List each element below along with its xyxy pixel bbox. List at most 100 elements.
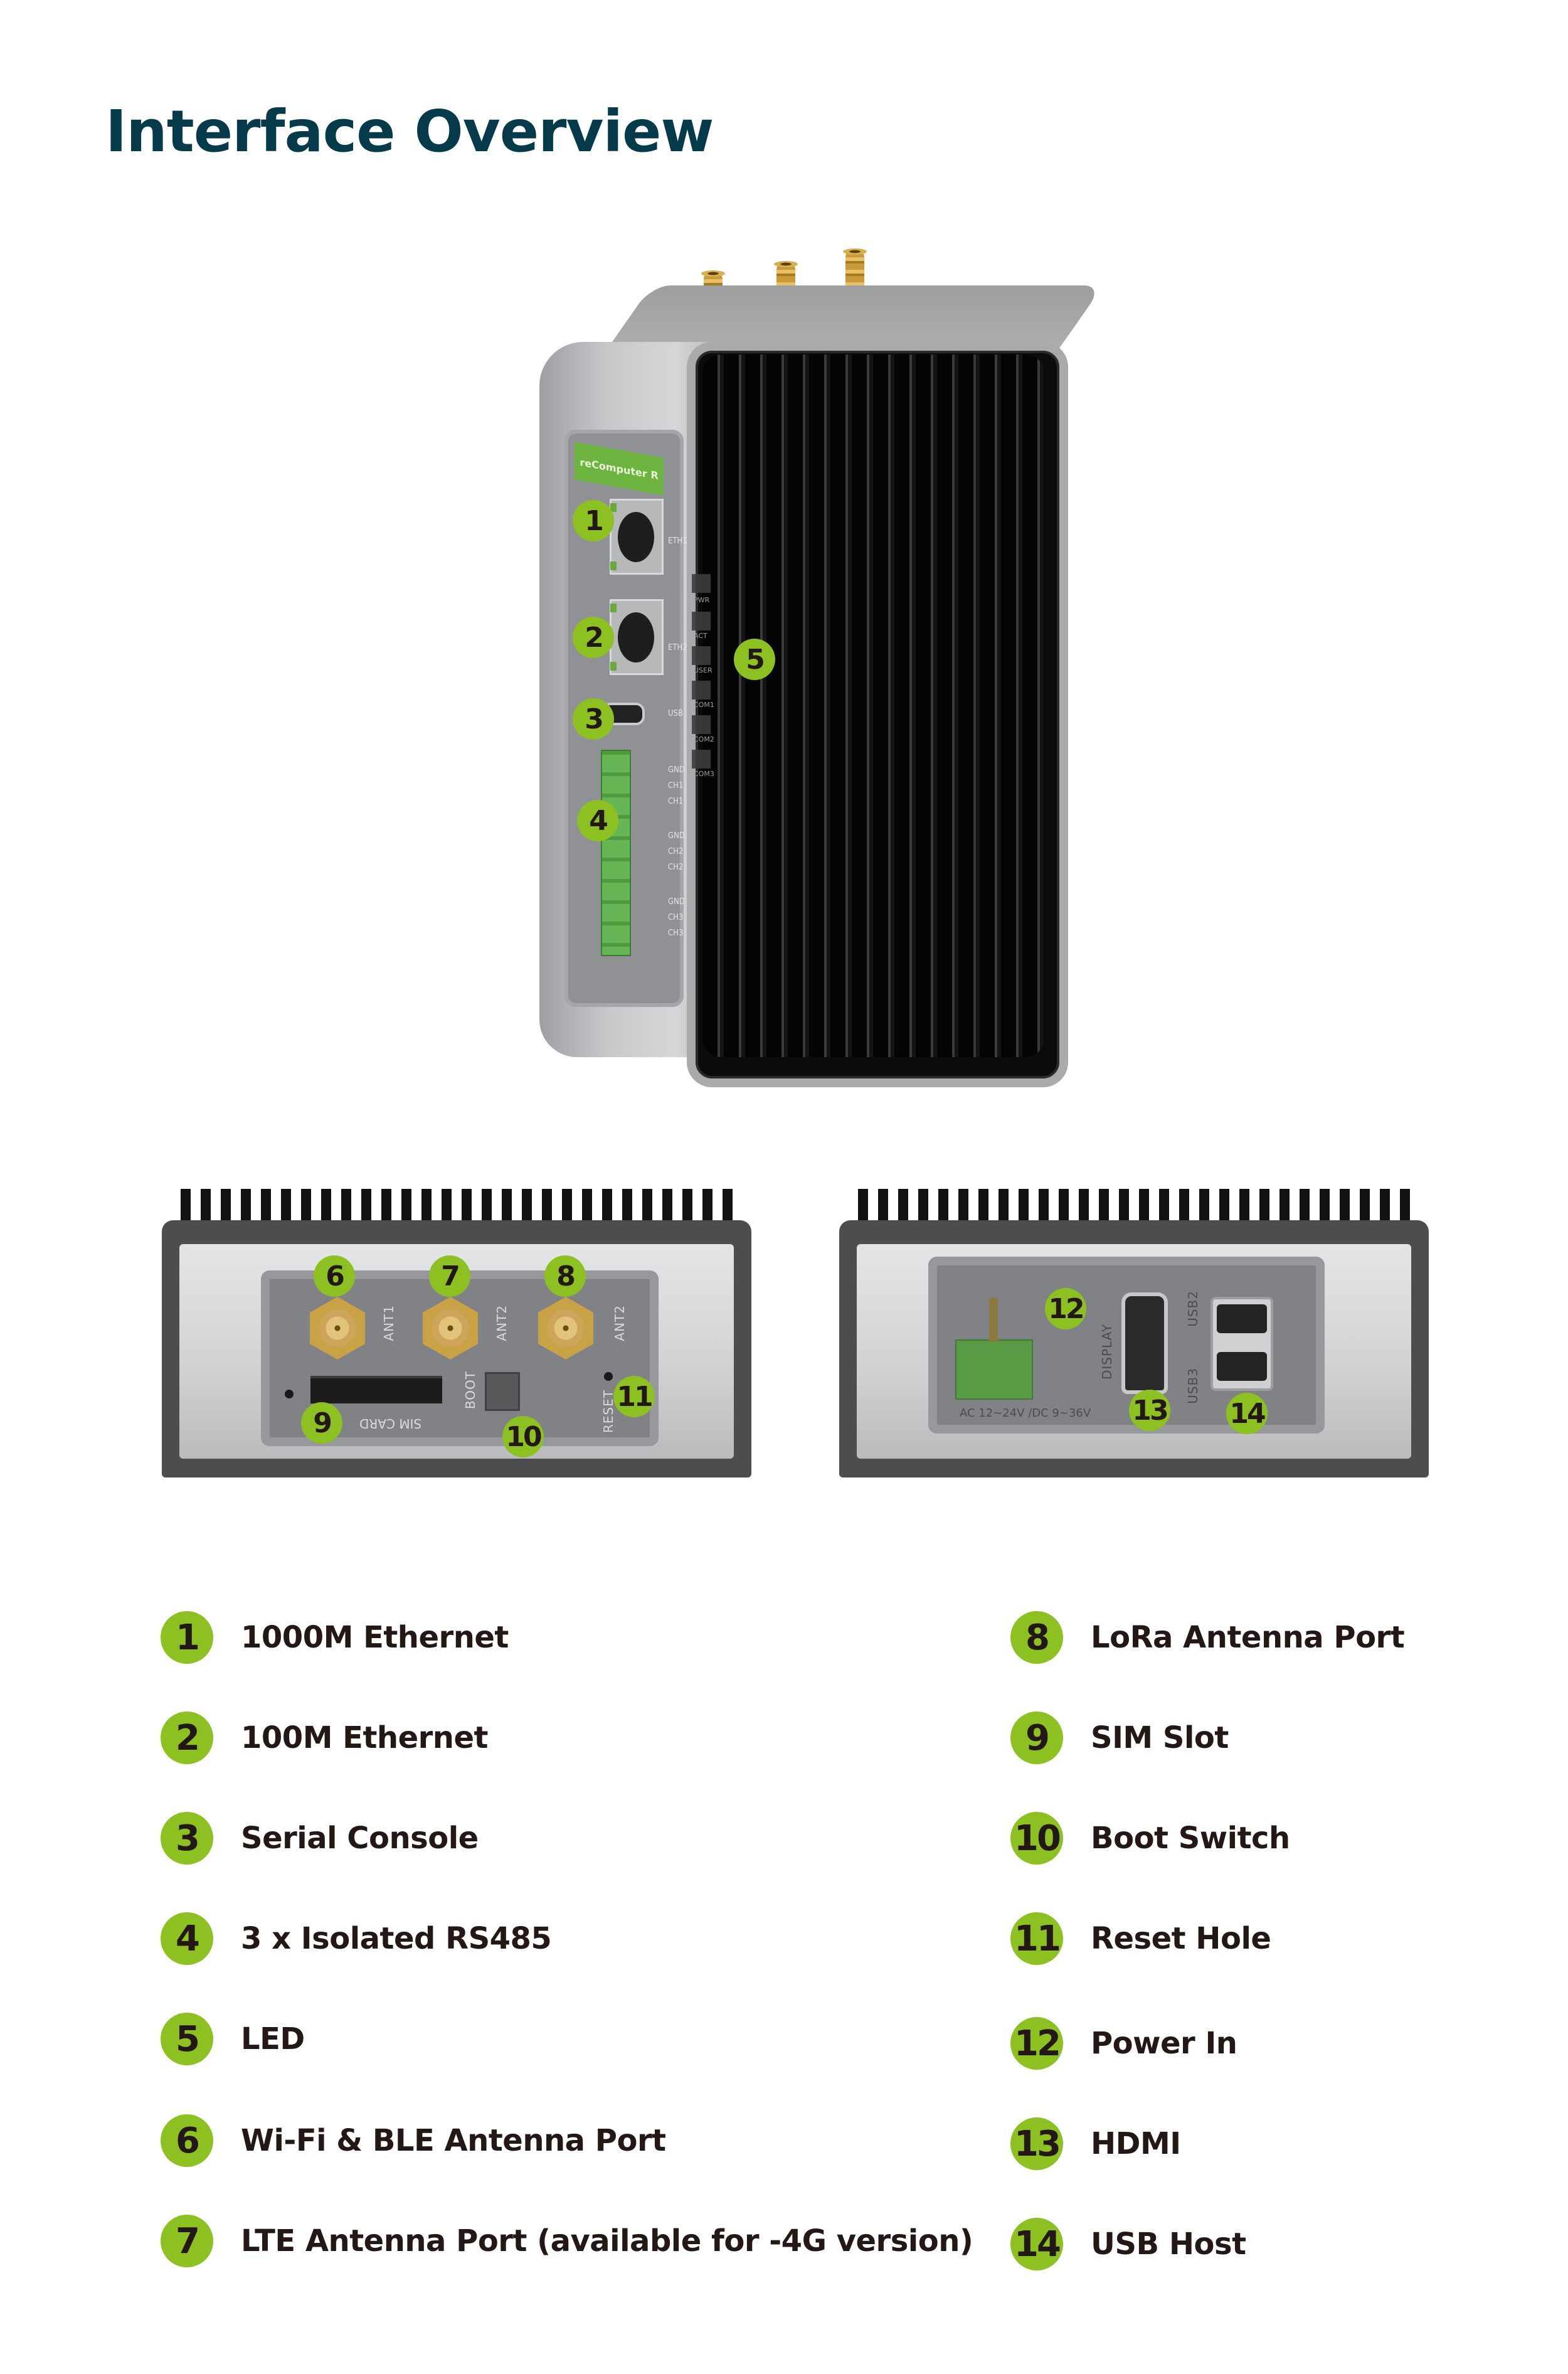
callout-badge-9: 9 xyxy=(301,1402,342,1444)
legend-label: USB Host xyxy=(1091,2227,1246,2262)
callout-badge-1: 1 xyxy=(573,500,614,541)
callout-badge-5: 5 xyxy=(734,639,775,680)
legend-item: 9 SIM Slot xyxy=(1010,1711,1229,1764)
led-indicator xyxy=(692,646,711,665)
legend-item: 1 1000M Ethernet xyxy=(161,1611,509,1664)
legend-item: 12 Power In xyxy=(1010,2017,1237,2070)
number-badge: 13 xyxy=(1010,2117,1063,2170)
antenna-label: ANT1 xyxy=(381,1305,396,1341)
led-label: COM1 xyxy=(694,701,714,709)
callout-badge-12: 12 xyxy=(1045,1288,1086,1329)
led-indicator xyxy=(692,612,711,631)
legend-label: Serial Console xyxy=(241,1821,479,1856)
legend-item: 11 Reset Hole xyxy=(1010,1912,1271,1965)
legend-label: LED xyxy=(241,2021,305,2057)
legend-item: 8 LoRa Antenna Port xyxy=(1010,1611,1405,1664)
antenna-label: ANT2 xyxy=(494,1305,509,1341)
number-badge: 5 xyxy=(161,2013,213,2065)
usb-ports xyxy=(1210,1297,1273,1391)
terminal-label: CH1 xyxy=(668,797,684,806)
led-indicator xyxy=(692,715,711,734)
led-label: COM2 xyxy=(694,735,714,743)
callout-badge-6: 6 xyxy=(314,1255,355,1297)
port-label: ETH1 xyxy=(668,536,687,546)
device-isometric-view: reComputer R ETH1 ETH2 USB GND CH1 CH1 G… xyxy=(539,248,1104,1087)
page-title: Interface Overview xyxy=(105,98,714,165)
legend-label: Power In xyxy=(1091,2026,1237,2061)
led-label: ACT xyxy=(694,632,707,640)
callout-badge-13: 13 xyxy=(1129,1390,1170,1431)
heatsink-fins xyxy=(702,354,1044,1057)
sim-label: SIM CARD xyxy=(359,1416,422,1431)
terminal-label: GND xyxy=(668,765,685,775)
number-badge: 14 xyxy=(1010,2218,1063,2270)
sim-slot xyxy=(310,1376,442,1403)
terminal-label: CH3 xyxy=(668,929,684,938)
callout-badge-7: 7 xyxy=(429,1255,470,1297)
device-antenna-end-view: ANT1 ANT2 ANT2 SIM CARD BOOT RESET 6 7 8… xyxy=(162,1189,751,1515)
legend-item: 14 USB Host xyxy=(1010,2218,1246,2270)
display-label: DISPLAY xyxy=(1099,1324,1115,1380)
reset-hole xyxy=(604,1372,613,1381)
legend-item: 5 LED xyxy=(161,2013,305,2065)
number-badge: 4 xyxy=(161,1912,213,1965)
callout-badge-11: 11 xyxy=(613,1376,655,1417)
legend-label: 3 x Isolated RS485 xyxy=(241,1921,552,1956)
led-indicator xyxy=(692,574,711,593)
legend-item: 4 3 x Isolated RS485 xyxy=(161,1912,552,1965)
legend-item: 6 Wi-Fi & BLE Antenna Port xyxy=(161,2114,666,2167)
legend-item: 3 Serial Console xyxy=(161,1812,479,1865)
ethernet-port-2 xyxy=(610,599,664,675)
rs485-terminal xyxy=(601,750,631,956)
legend-label: SIM Slot xyxy=(1091,1720,1229,1755)
usb-label: USB2 xyxy=(1185,1291,1200,1327)
antenna-label: ANT2 xyxy=(612,1305,627,1341)
led-label: PWR xyxy=(694,596,710,604)
led-indicator xyxy=(692,750,711,769)
callout-badge-4: 4 xyxy=(577,800,618,841)
ethernet-port-1 xyxy=(610,499,664,575)
port-label: ETH2 xyxy=(668,643,687,652)
legend-label: LTE Antenna Port (available for -4G vers… xyxy=(241,2223,973,2259)
number-badge: 8 xyxy=(1010,1611,1063,1664)
legend-label: Boot Switch xyxy=(1091,1821,1290,1856)
led-hole xyxy=(285,1390,294,1398)
number-badge: 12 xyxy=(1010,2017,1063,2070)
number-badge: 6 xyxy=(161,2114,213,2167)
callout-badge-8: 8 xyxy=(544,1255,586,1297)
number-badge: 7 xyxy=(161,2215,213,2267)
hdmi-port xyxy=(1121,1292,1168,1394)
antenna-port-ant1 xyxy=(310,1297,365,1360)
callout-badge-2: 2 xyxy=(573,617,614,658)
legend-label: Reset Hole xyxy=(1091,1921,1271,1956)
antenna-port-ant3 xyxy=(538,1297,593,1360)
terminal-label: GND xyxy=(668,897,685,907)
led-indicator xyxy=(692,681,711,700)
legend-label: 1000M Ethernet xyxy=(241,1620,509,1655)
terminal-label: CH2 xyxy=(668,847,684,856)
legend-label: HDMI xyxy=(1091,2126,1181,2161)
power-label: AC 12~24V /DC 9~36V xyxy=(960,1407,1091,1420)
legend-item: 13 HDMI xyxy=(1010,2117,1181,2170)
boot-label: BOOT xyxy=(463,1371,478,1410)
usb-label: USB3 xyxy=(1185,1368,1200,1404)
callout-badge-10: 10 xyxy=(502,1416,544,1457)
terminal-label: CH2 xyxy=(668,863,684,872)
number-badge: 11 xyxy=(1010,1912,1063,1965)
callout-badge-3: 3 xyxy=(573,698,614,740)
number-badge: 1 xyxy=(161,1611,213,1664)
legend-item: 2 100M Ethernet xyxy=(161,1711,488,1764)
antenna-port-ant2 xyxy=(423,1297,478,1360)
led-label: COM3 xyxy=(694,770,714,778)
number-badge: 10 xyxy=(1010,1812,1063,1865)
power-connector xyxy=(955,1297,1033,1400)
led-label: USER xyxy=(694,666,712,674)
number-badge: 9 xyxy=(1010,1711,1063,1764)
terminal-label: CH1 xyxy=(668,781,684,790)
boot-switch xyxy=(485,1372,520,1411)
number-badge: 3 xyxy=(161,1812,213,1865)
legend-label: LoRa Antenna Port xyxy=(1091,1620,1405,1655)
legend-item: 7 LTE Antenna Port (available for -4G ve… xyxy=(161,2215,973,2267)
terminal-label: GND xyxy=(668,831,685,841)
device-rear-end-view: AC 12~24V /DC 9~36V DISPLAY USB2 USB3 12… xyxy=(839,1189,1429,1515)
